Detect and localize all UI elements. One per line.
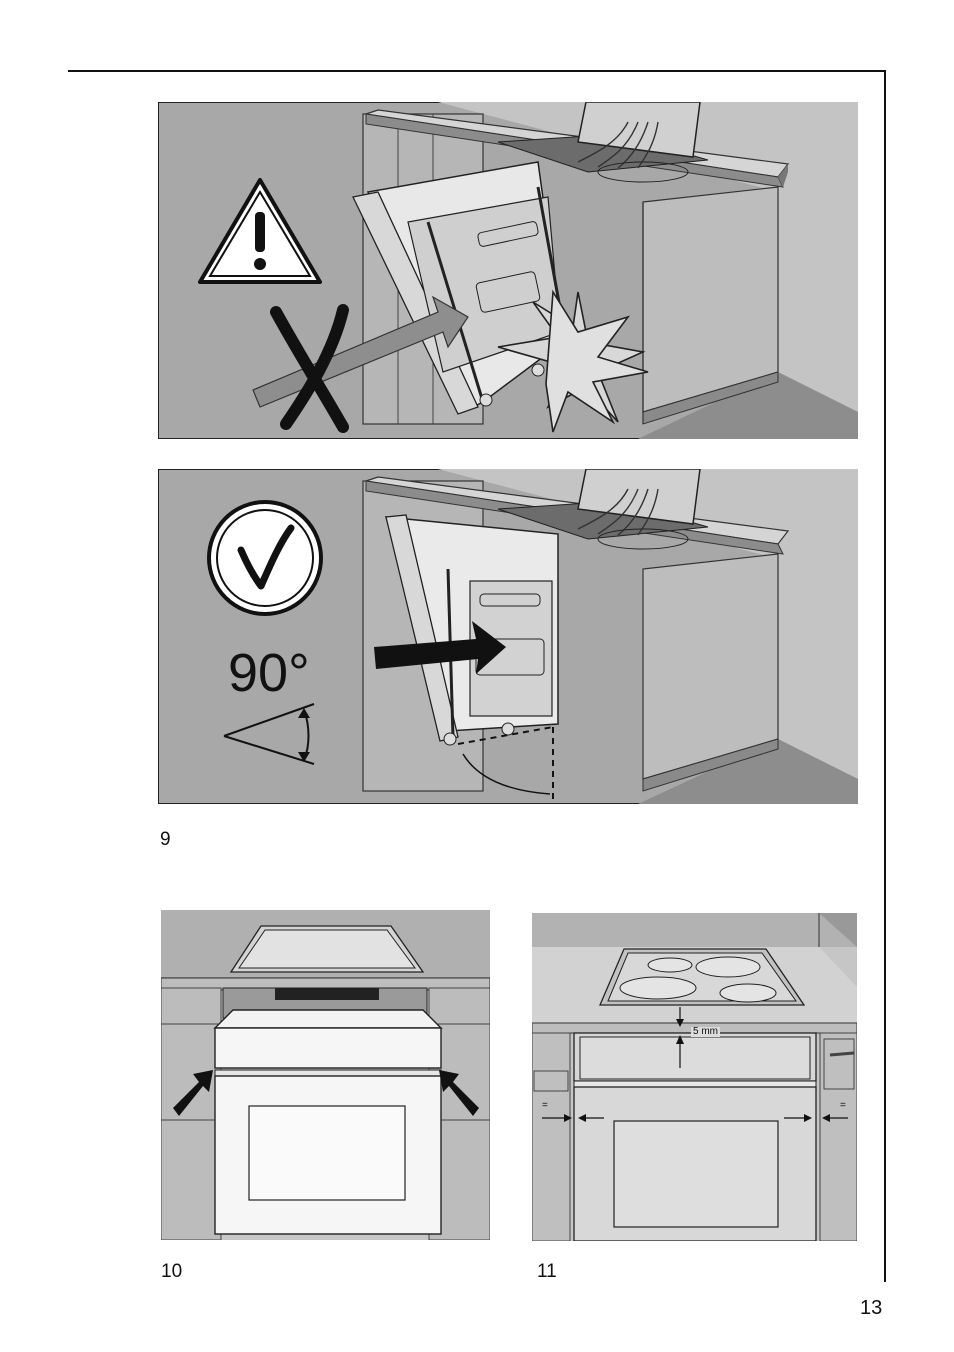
figure-9-number: 9 bbox=[160, 830, 171, 849]
gap-dimension-label: 5 mm bbox=[691, 1027, 720, 1037]
warning-triangle-icon bbox=[196, 176, 324, 286]
figure-10-number: 10 bbox=[161, 1262, 182, 1281]
angle-icon bbox=[218, 700, 328, 770]
checkmark-circle-icon bbox=[203, 498, 327, 618]
right-rule bbox=[884, 70, 886, 1282]
angle-label: 90° bbox=[228, 646, 310, 700]
equal-gap-right-label: = bbox=[840, 1101, 846, 1111]
figure-11-number: 11 bbox=[537, 1262, 557, 1281]
page-number: 13 bbox=[860, 1298, 882, 1318]
figure-11-oven-alignment bbox=[532, 913, 857, 1241]
figure-10-oven-insertion bbox=[161, 910, 490, 1240]
equal-gap-left-label: = bbox=[542, 1101, 548, 1111]
top-rule bbox=[68, 70, 886, 72]
